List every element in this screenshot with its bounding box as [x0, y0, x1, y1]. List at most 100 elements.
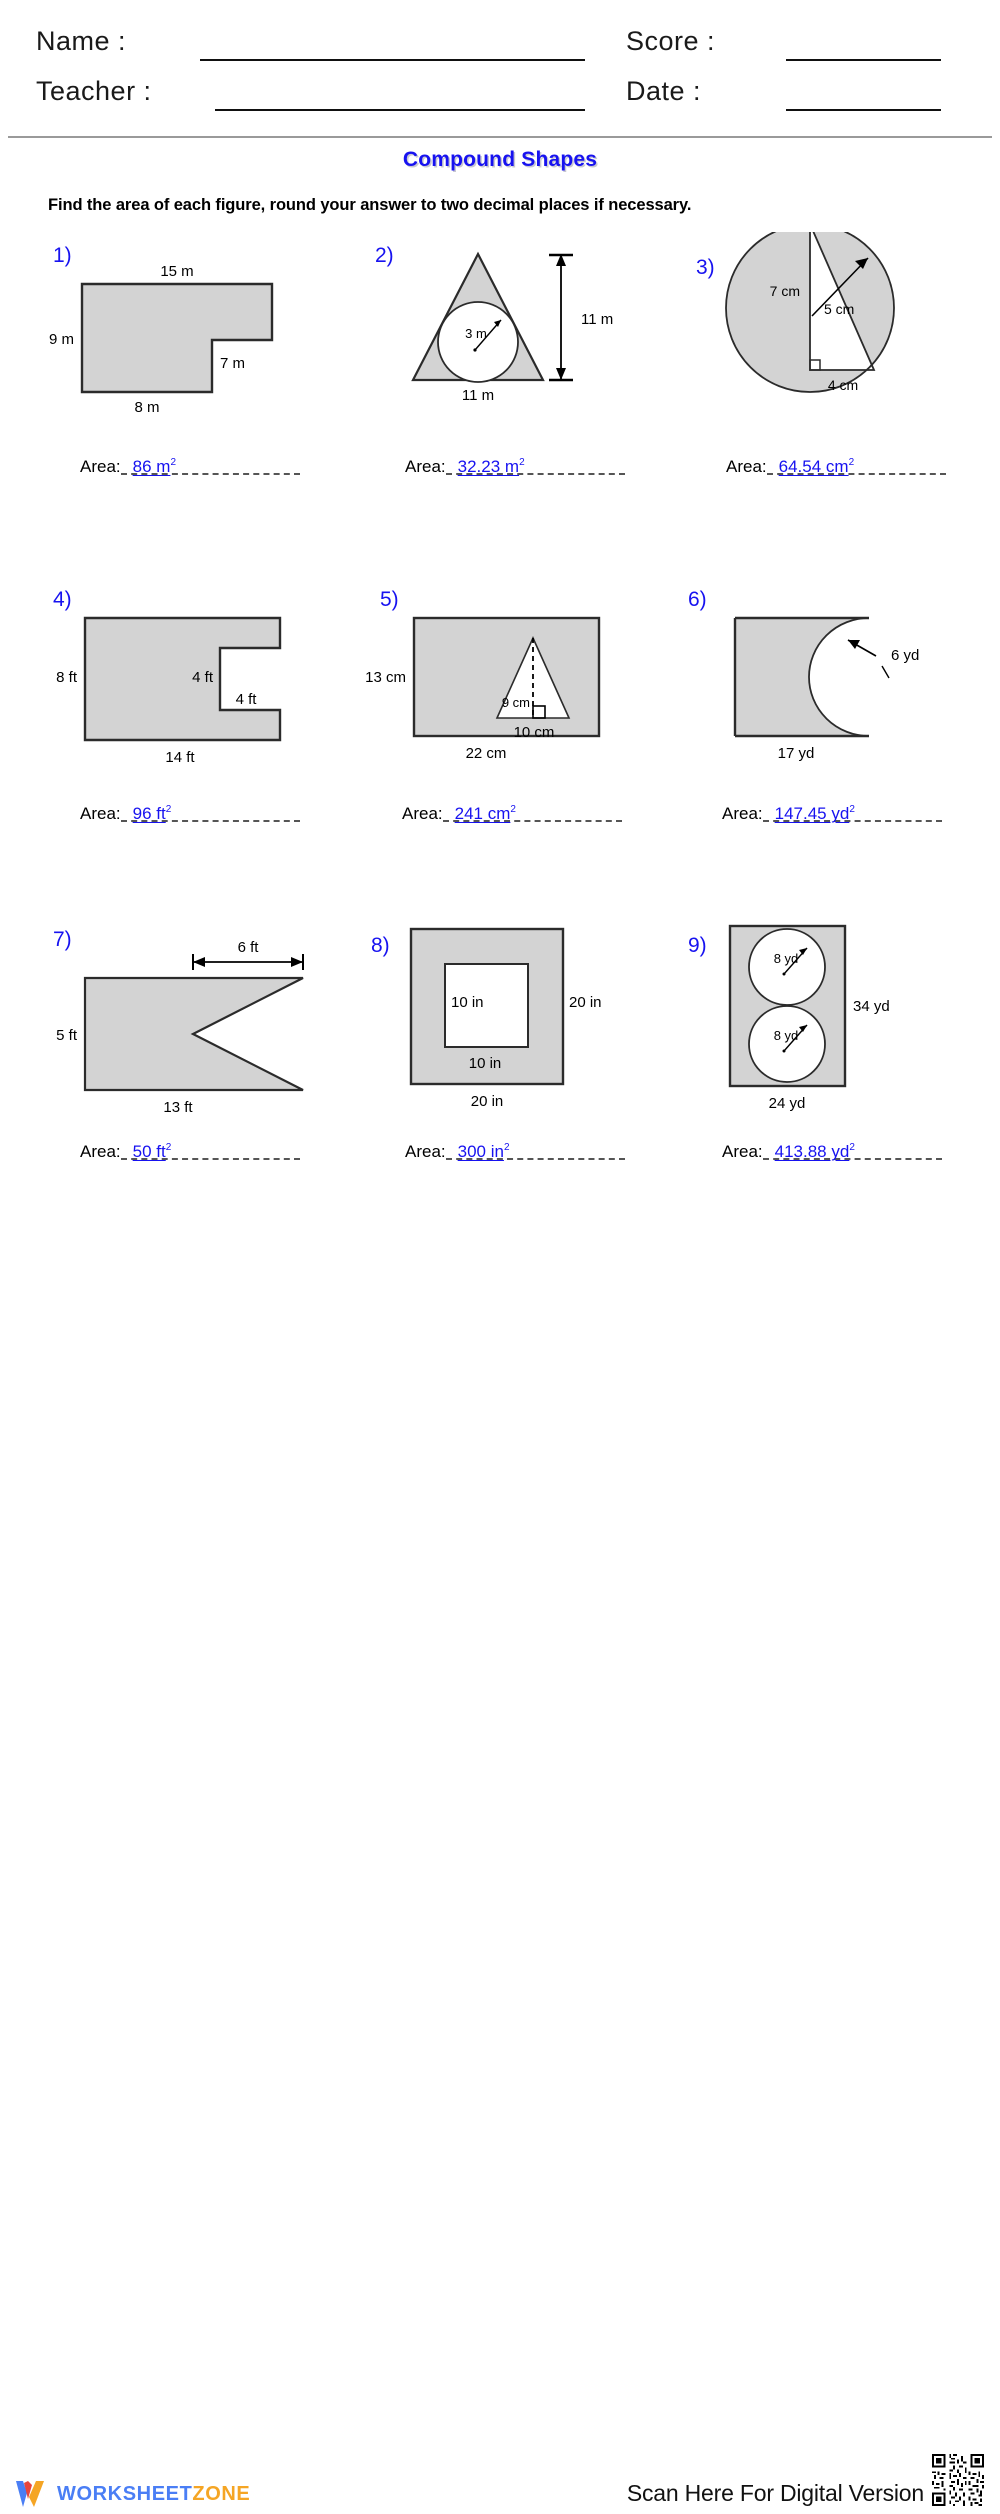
- notched-rectangle: [83, 616, 282, 742]
- score-label: Score :: [626, 26, 716, 56]
- problem-1-label-left: 9 m: [49, 331, 74, 348]
- problem-8-answer-field[interactable]: 300 in2: [445, 1142, 625, 1162]
- problem-4-label-notch-width: 4 ft: [236, 691, 258, 708]
- outer-rectangle: [728, 924, 847, 1088]
- problem-1-label-bottom: 8 m: [134, 399, 159, 416]
- problem-9-answer-field[interactable]: 413.88 yd2: [762, 1142, 942, 1162]
- problem-3-answer-value: 64.54 cm2: [778, 457, 855, 476]
- problem-9-label-bottom: 24 yd: [769, 1095, 806, 1112]
- arrow-notch-polygon: [83, 976, 304, 1092]
- problem-7-area-label: Area:: [80, 1142, 121, 1161]
- problem-7-label-notch-depth: 6 ft: [238, 939, 260, 956]
- logo-text: WORKSHEETZONE: [57, 2483, 250, 2506]
- problem-1: 1) 15 m 9 m 7 m 8 m Area:86 m2: [30, 232, 360, 532]
- radius-arrow-top-tail: [782, 972, 786, 976]
- problem-6-figure: 6 yd 17 yd: [680, 582, 1000, 812]
- problem-1-answer-field[interactable]: 86 m2: [120, 457, 300, 477]
- problem-4-figure: 8 ft 4 ft 4 ft 14 ft: [30, 582, 360, 812]
- inner-right-triangle: [809, 232, 876, 371]
- problem-9-area-label: Area:: [722, 1142, 763, 1161]
- problem-1-figure: 15 m 9 m 7 m 8 m: [30, 232, 360, 462]
- notch-arrow-left: [193, 957, 205, 967]
- radius-arrow-head: [848, 640, 860, 649]
- logo-w-icon: [14, 2479, 48, 2509]
- problem-2-label-height: 11 m: [581, 311, 613, 328]
- problem-9-answer-dashes: [762, 1158, 942, 1160]
- problem-8-answer-dashes: [445, 1158, 625, 1160]
- radius-arrow-top-line: [783, 947, 808, 975]
- problem-2-figure: 3 m 11 m 11 m: [363, 232, 693, 462]
- date-label: Date :: [626, 76, 702, 106]
- problem-6-answer-dashes: [762, 820, 942, 822]
- problem-3-label-radius: 5 cm: [824, 301, 854, 317]
- score-input-line[interactable]: [786, 59, 941, 61]
- problem-7-answer-field[interactable]: 50 ft2: [120, 1142, 300, 1162]
- problem-8-figure: 10 in 20 in 10 in 20 in: [363, 912, 693, 1142]
- problem-7-answer-value: 50 ft2: [132, 1142, 172, 1161]
- problem-4-label-left: 8 ft: [56, 669, 78, 686]
- problem-2-answer-field[interactable]: 32.23 m2: [445, 457, 625, 477]
- problem-5-label-left: 13 cm: [365, 669, 406, 686]
- problem-4-label-bottom: 14 ft: [165, 749, 195, 766]
- name-input-line[interactable]: [200, 59, 585, 61]
- problem-9-label-right: 34 yd: [853, 998, 890, 1015]
- radius-arrow-top-head: [799, 948, 807, 955]
- problem-2-answer-row: Area:32.23 m2: [405, 457, 625, 487]
- date-input-line[interactable]: [786, 109, 941, 111]
- semicircle-arc: [808, 617, 870, 737]
- teacher-input-line[interactable]: [215, 109, 585, 111]
- problem-5-area-label: Area:: [402, 804, 443, 823]
- problem-1-label-top: 15 m: [160, 263, 193, 280]
- problem-8: 8) 10 in 20 in 10 in 20 in Area:300 in2: [363, 912, 693, 1212]
- problem-5-label-tri-base: 10 cm: [514, 724, 555, 741]
- problem-8-answer-value: 300 in2: [457, 1142, 510, 1161]
- height-arrow-top: [556, 254, 566, 266]
- problem-2-label-base: 11 m: [462, 387, 494, 404]
- problem-6-label-radius: 6 yd: [891, 647, 919, 664]
- radius-arrow-line: [474, 319, 502, 351]
- qr-code[interactable]: [930, 2452, 986, 2508]
- teacher-label: Teacher :: [36, 76, 152, 106]
- radius-arrow-head: [494, 320, 501, 327]
- circle-top: [748, 928, 826, 1006]
- logo-text-zone: ZONE: [192, 2482, 251, 2505]
- instructions-text: Find the area of each figure, round your…: [48, 196, 692, 214]
- problem-8-label-right: 20 in: [569, 994, 602, 1011]
- radius-arrow-line: [811, 257, 869, 317]
- problem-2: 2) 3 m 11 m 11 m Area:32.23 m2: [363, 232, 693, 532]
- worksheet-footer: WORKSHEETZONE Scan Here For Digital Vers…: [0, 1224, 1000, 2508]
- circle-bottom: [748, 1005, 826, 1083]
- problem-1-answer-dashes: [120, 473, 300, 475]
- problem-1-label-inner-right: 7 m: [220, 355, 245, 372]
- problem-7-label-bottom: 13 ft: [163, 1099, 193, 1116]
- problem-4-number: 4): [53, 588, 72, 611]
- problem-4-area-label: Area:: [80, 804, 121, 823]
- name-label: Name :: [36, 26, 127, 56]
- problem-4: 4) 8 ft 4 ft 4 ft 14 ft Area: 96 ft2: [30, 582, 360, 882]
- radius-arrow-tail-line: [881, 665, 890, 679]
- problem-1-number: 1): [53, 244, 72, 267]
- l-shape-polygon: [80, 282, 274, 394]
- problem-4-answer-field[interactable]: 96 ft2: [120, 804, 300, 824]
- problem-1-answer-value: 86 m2: [132, 457, 176, 476]
- problem-2-answer-dashes: [445, 473, 625, 475]
- problem-6-answer-value: 147.45 yd2: [774, 804, 855, 823]
- problem-3-answer-field[interactable]: 64.54 cm2: [766, 457, 946, 477]
- inner-square: [444, 963, 529, 1048]
- problem-3-area-label: Area:: [726, 457, 767, 476]
- header-divider: [8, 136, 992, 138]
- notch-arrow-right: [291, 957, 303, 967]
- problem-5-number: 5): [380, 588, 399, 611]
- problem-3-answer-row: Area: 64.54 cm2: [726, 457, 946, 487]
- problem-8-answer-row: Area:300 in2: [405, 1142, 625, 1172]
- outer-rectangle: [412, 616, 601, 738]
- problem-5-answer-field[interactable]: 241 cm2: [442, 804, 622, 824]
- problem-4-answer-value: 96 ft2: [132, 804, 172, 823]
- problem-9: 9) 8 yd 8 yd 34 yd 24 yd Area:413.88 yd2: [680, 912, 1000, 1212]
- problem-8-label-bottom: 20 in: [471, 1093, 504, 1110]
- problem-7-answer-row: Area: 50 ft2: [80, 1142, 300, 1172]
- problem-6-label-bottom: 17 yd: [778, 745, 815, 762]
- problem-6-answer-field[interactable]: 147.45 yd2: [762, 804, 942, 824]
- problem-4-answer-dashes: [120, 820, 300, 822]
- worksheetzone-logo[interactable]: WORKSHEETZONE: [14, 2479, 250, 2509]
